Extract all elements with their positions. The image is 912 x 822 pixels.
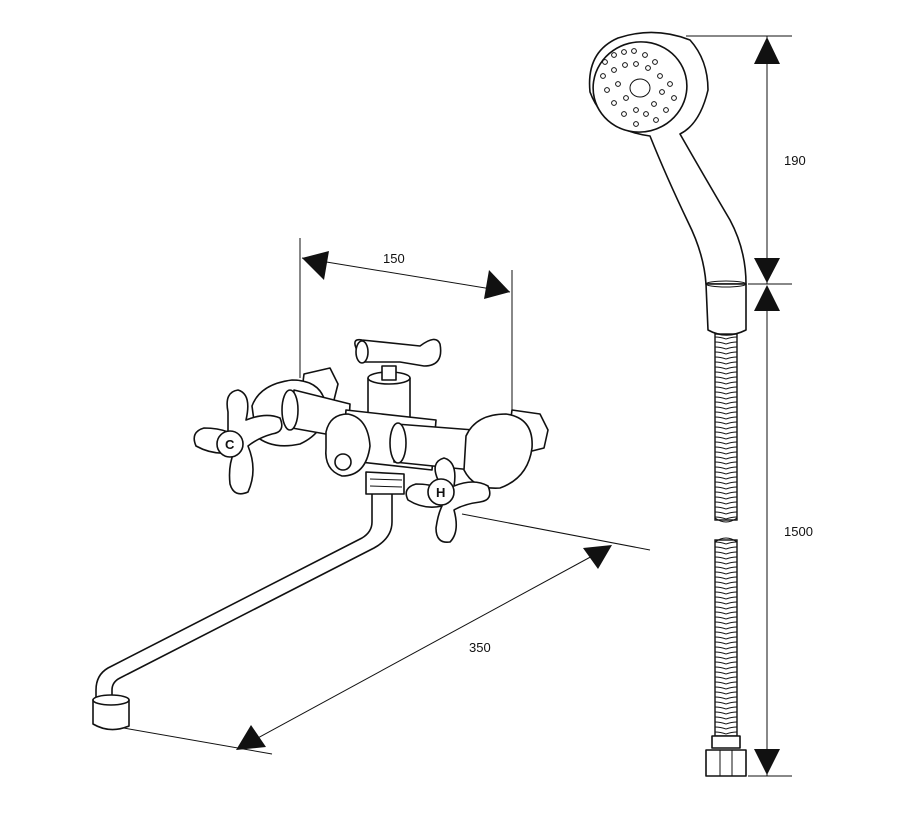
lever-stem bbox=[381, 365, 397, 381]
arrow-head bbox=[583, 545, 612, 569]
dimension-line-350 bbox=[242, 547, 608, 747]
arrow-head bbox=[484, 270, 510, 299]
hose-break-lower bbox=[714, 537, 738, 543]
shower-center-nozzle bbox=[629, 78, 651, 98]
aerator-top bbox=[92, 694, 130, 706]
dimension-label-1500: 1500 bbox=[784, 524, 813, 539]
shower-outlet-port bbox=[334, 453, 352, 471]
hot-indicator-cap bbox=[427, 478, 455, 506]
cold-pipe-end bbox=[281, 389, 299, 431]
cold-label: C bbox=[225, 437, 235, 452]
hose-break-upper bbox=[714, 517, 738, 523]
dimension-150: 150 bbox=[299, 238, 513, 410]
hot-valve-body bbox=[463, 413, 533, 489]
dimension-label-190: 190 bbox=[784, 153, 806, 168]
nut-ridge bbox=[369, 478, 403, 481]
arrow-head bbox=[236, 725, 266, 750]
cold-indicator-cap bbox=[216, 430, 244, 458]
dimension-190: 190 bbox=[686, 35, 806, 285]
arrow-head bbox=[754, 258, 780, 283]
dimension-350: 350 bbox=[111, 513, 651, 755]
hot-pipe-end bbox=[389, 422, 407, 464]
arrow-head bbox=[754, 749, 780, 775]
arrow-head bbox=[754, 285, 780, 311]
hose-connector-cone bbox=[705, 283, 747, 336]
hose-ferrule bbox=[711, 735, 741, 749]
dimension-1500: 1500 bbox=[748, 285, 813, 777]
hose-upper-segment bbox=[714, 333, 738, 521]
nut-ridge bbox=[369, 485, 403, 488]
lever-end bbox=[355, 340, 369, 364]
dimension-line-150 bbox=[301, 257, 511, 293]
dimension-label-150: 150 bbox=[383, 251, 405, 266]
hot-valve: H bbox=[389, 409, 549, 544]
hot-label: H bbox=[436, 485, 445, 500]
arrow-head bbox=[302, 251, 329, 280]
connector-ring bbox=[705, 280, 747, 288]
hose-lower-segment bbox=[714, 539, 738, 737]
mixer-body bbox=[325, 338, 442, 495]
dimension-label-350: 350 bbox=[469, 640, 491, 655]
arrow-head bbox=[754, 37, 780, 64]
shower-head bbox=[588, 31, 747, 336]
hose-end-nut bbox=[705, 749, 747, 777]
cold-valve: C bbox=[193, 367, 351, 495]
shower-hose bbox=[705, 333, 747, 777]
spray-holes bbox=[600, 48, 677, 127]
spout bbox=[92, 491, 393, 731]
spout-swivel-nut bbox=[365, 471, 405, 495]
spout-pipe bbox=[95, 491, 393, 703]
extension-line-top bbox=[461, 513, 651, 551]
extension-line-bottom bbox=[111, 725, 273, 755]
diverter-lever[interactable] bbox=[354, 338, 442, 367]
